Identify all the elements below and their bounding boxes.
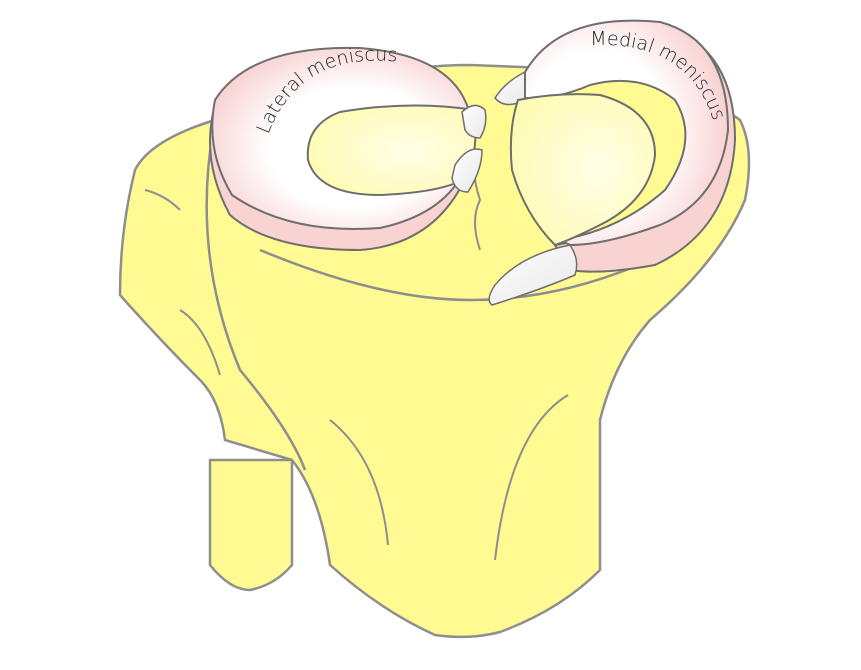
- lateral-horn-ligaments: [451, 70, 529, 193]
- lateral-meniscus: Lateral meniscus: [209, 43, 477, 252]
- medial-horn-ligament: [488, 244, 578, 306]
- lateral-tibial-plateau: [306, 104, 477, 197]
- fibula: [208, 458, 294, 592]
- medial-meniscus: Medial meniscus: [509, 19, 737, 273]
- medial-tibial-plateau: [509, 93, 657, 247]
